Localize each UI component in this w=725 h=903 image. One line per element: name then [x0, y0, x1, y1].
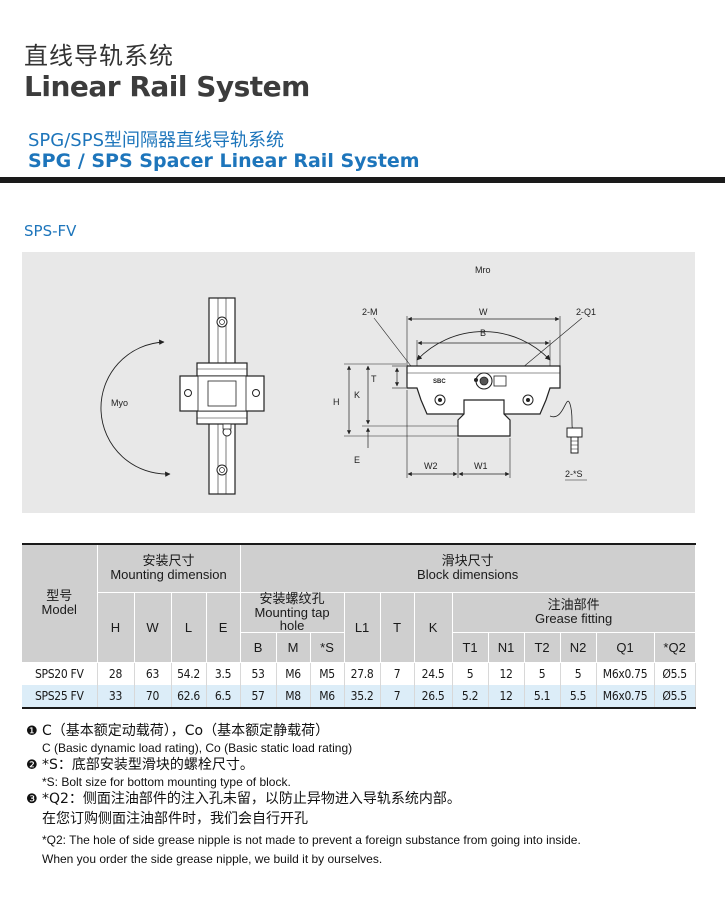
cell-value: 27.8	[344, 662, 381, 685]
cell-value: 53	[240, 662, 277, 685]
header-s: *S	[310, 632, 345, 663]
note-3-cn: ❸*Q2：侧面注油部件的注入孔未留，以防止异物进入导轨系统内部。	[26, 791, 461, 807]
header-mounting-tap-hole: 安装螺纹孔 Mounting tap hole	[240, 592, 345, 633]
cell-value: 5.5	[560, 685, 597, 709]
label-w: W	[479, 307, 488, 317]
table-row: SPS25 FV 33 70 62.6 6.5 57 M8 M6 35.2 7 …	[22, 685, 696, 709]
cell-value: 12	[488, 662, 525, 685]
header-t2: T2	[524, 632, 561, 663]
header-divider	[0, 177, 725, 183]
note-2-cn: ❷*S：底部安装型滑块的螺栓尺寸。	[26, 757, 254, 773]
cell-value: 24.5	[414, 662, 453, 685]
cell-value: 3.5	[206, 662, 241, 685]
header-l1: L1	[344, 592, 381, 663]
spec-table: 型号 Model 安装尺寸 Mounting dimension 滑块尺寸 Bl…	[22, 543, 696, 709]
header-b: B	[240, 632, 277, 663]
label-w2: W2	[424, 461, 438, 471]
note-1-bullet: ❶	[26, 724, 38, 739]
cell-value: 63	[134, 662, 172, 685]
section-title-en: SPG / SPS Spacer Linear Rail System	[28, 150, 420, 172]
note-3-bullet: ❸	[26, 792, 38, 807]
cell-value: 62.6	[171, 685, 207, 709]
cell-value: M5	[310, 662, 345, 685]
label-myo: Myo	[111, 398, 128, 408]
label-e: E	[354, 455, 360, 465]
header-t1: T1	[452, 632, 489, 663]
note-1-en: C (Basic dynamic load rating), Co (Basic…	[42, 741, 353, 755]
brand-mark: SBC	[433, 379, 446, 385]
label-mro: Mro	[475, 265, 491, 275]
cell-value: 5	[560, 662, 597, 685]
label-h: H	[333, 397, 340, 407]
cell-value: 35.2	[344, 685, 381, 709]
top-view: Myo	[100, 297, 265, 495]
header-l: L	[171, 592, 207, 663]
label-2s: 2-*S	[565, 469, 583, 479]
front-view: Mro W B 2-M 2-Q1	[333, 265, 596, 481]
cell-value: 7	[380, 685, 415, 709]
label-2q1: 2-Q1	[576, 307, 596, 317]
cell-model: SPS25 FV	[22, 685, 98, 709]
technical-drawing: Myo Mro	[22, 252, 695, 513]
cell-model: SPS20 FV	[22, 662, 98, 685]
cell-value: Ø5.5	[654, 662, 696, 685]
label-2m: 2-M	[362, 307, 378, 317]
header-q1: Q1	[596, 632, 655, 663]
header-h: H	[97, 592, 135, 663]
cell-value: M6x0.75	[596, 662, 655, 685]
rail-front	[457, 399, 511, 437]
cell-value: 70	[134, 685, 172, 709]
cell-value: 54.2	[171, 662, 207, 685]
header-q2: *Q2	[654, 632, 696, 663]
page-title-cn: 直线导轨系统	[24, 42, 174, 70]
cell-value: 5.2	[452, 685, 489, 709]
label-t: T	[371, 374, 377, 384]
header-model: 型号 Model	[22, 543, 98, 663]
mro-arc	[416, 331, 551, 361]
cell-value: Ø5.5	[654, 685, 696, 709]
bolt-head	[566, 427, 583, 438]
cell-value: 5	[452, 662, 489, 685]
header-n1: N1	[488, 632, 525, 663]
cell-value: 6.5	[206, 685, 241, 709]
header-e: E	[206, 592, 241, 663]
model-tag: SPS-FV	[24, 222, 77, 240]
cell-value: M8	[276, 685, 311, 709]
header-block-dimensions: 滑块尺寸 Block dimensions	[240, 543, 696, 593]
header-n2: N2	[560, 632, 597, 663]
note-2-en: *S: Bolt size for bottom mounting type o…	[42, 775, 291, 789]
label-w1: W1	[474, 461, 488, 471]
drawing-svg: Myo Mro	[100, 265, 596, 495]
header-w: W	[134, 592, 172, 663]
cell-value: M6x0.75	[596, 685, 655, 709]
label-k: K	[354, 390, 360, 400]
cell-value: 7	[380, 662, 415, 685]
header-m: M	[276, 632, 311, 663]
page-title-en: Linear Rail System	[24, 70, 310, 103]
cell-value: 33	[97, 685, 135, 709]
cell-value: 57	[240, 685, 277, 709]
cell-value: M6	[276, 662, 311, 685]
myo-arc	[100, 339, 171, 477]
header-grease-fitting: 注油部件 Grease fitting	[452, 592, 696, 633]
label-b: B	[480, 328, 486, 338]
cell-value: 5	[524, 662, 561, 685]
cell-value: 5.1	[524, 685, 561, 709]
note-2-bullet: ❷	[26, 758, 38, 773]
cell-value: 12	[488, 685, 525, 709]
cell-value: 28	[97, 662, 135, 685]
header-k: K	[414, 592, 453, 663]
table-row: SPS20 FV 28 63 54.2 3.5 53 M6 M5 27.8 7 …	[22, 662, 696, 685]
cell-value: 26.5	[414, 685, 453, 709]
note-3-en: *Q2: The hole of side grease nipple is n…	[42, 833, 581, 847]
cell-value: M6	[310, 685, 345, 709]
header-t: T	[380, 592, 415, 663]
note-3-en-line2: When you order the side grease nipple, w…	[42, 852, 383, 866]
section-title-cn: SPG/SPS型间隔器直线导轨系统	[28, 130, 284, 151]
header-mounting-dimension: 安装尺寸 Mounting dimension	[97, 543, 241, 593]
block-front	[406, 365, 561, 415]
note-3-cn-line2: 在您订购侧面注油部件时，我们会自行开孔	[42, 811, 308, 827]
